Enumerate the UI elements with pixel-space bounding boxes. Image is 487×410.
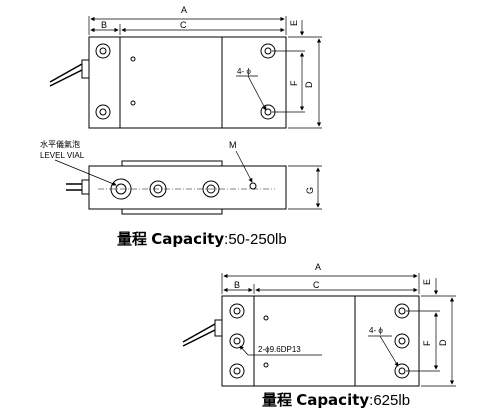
- small-hole: [130, 100, 136, 106]
- dim-a-label: A: [315, 262, 321, 272]
- mount-hole: [229, 303, 245, 319]
- cable-gland: [214, 319, 223, 337]
- top-view-body: [88, 36, 287, 129]
- capacity-value: :625lb: [369, 392, 411, 409]
- dim-b-label: B: [234, 280, 240, 290]
- capacity-value: :50-250lb: [224, 231, 287, 248]
- capacity-label: Capacity: [296, 391, 370, 409]
- capacity-caption-2: 量程 Capacity:625lb: [262, 389, 410, 410]
- capacity-label: Capacity: [151, 230, 225, 248]
- hole-spec-label: 4- ϕ: [369, 326, 383, 335]
- dp-leader: [239, 345, 249, 356]
- bottom-view-body: [221, 295, 420, 387]
- dim-e-label: E: [422, 279, 432, 285]
- side-view: [54, 150, 322, 215]
- hole-spec-label: 4- ϕ: [237, 67, 251, 76]
- dim-g-label: G: [305, 187, 315, 194]
- top-view: [49, 16, 322, 129]
- capacity-caption-1: 量程 Capacity:50-250lb: [117, 228, 287, 249]
- vial-leader: [54, 159, 117, 186]
- dim-c-label: C: [313, 280, 320, 290]
- side-view-bottom-plate: [121, 208, 223, 215]
- dp-hole: [394, 333, 410, 349]
- mount-hole: [95, 43, 111, 59]
- m-label: M: [229, 140, 237, 150]
- bottom-view: [182, 273, 456, 387]
- capacity-cn-label: 量程: [117, 230, 148, 248]
- mount-hole: [229, 363, 245, 379]
- dim-c-label: C: [180, 20, 187, 30]
- dim-f-label: F: [422, 340, 432, 346]
- small-hole: [130, 56, 136, 62]
- side-view-top-plate: [121, 160, 223, 167]
- cable: [49, 63, 83, 83]
- dp-hole: [229, 333, 245, 349]
- m-leader: [235, 150, 253, 183]
- dp-spec-label: 2-ϕ9.6DP13: [258, 345, 301, 354]
- dim-e-label: E: [289, 20, 299, 26]
- level-vial-en-label: LEVEL VIAL: [40, 151, 85, 160]
- capacity-cn-label: 量程: [262, 391, 293, 409]
- cable-gland: [81, 59, 90, 79]
- dim-d-label: D: [304, 81, 314, 88]
- dim-a-label: A: [181, 5, 187, 15]
- small-hole: [263, 362, 269, 368]
- small-hole: [263, 315, 269, 321]
- dim-b-label: B: [101, 20, 107, 30]
- side-view-body: [88, 165, 287, 210]
- dim-d-label: D: [438, 339, 448, 346]
- level-vial-cn-label: 水平儀氣泡: [40, 139, 80, 149]
- m-thread-hole: [249, 182, 257, 190]
- dim-f-label: F: [289, 80, 299, 86]
- hole-leader: [379, 335, 399, 367]
- hole-leader: [247, 75, 267, 111]
- cable-gland: [81, 179, 90, 195]
- mount-hole: [95, 104, 111, 120]
